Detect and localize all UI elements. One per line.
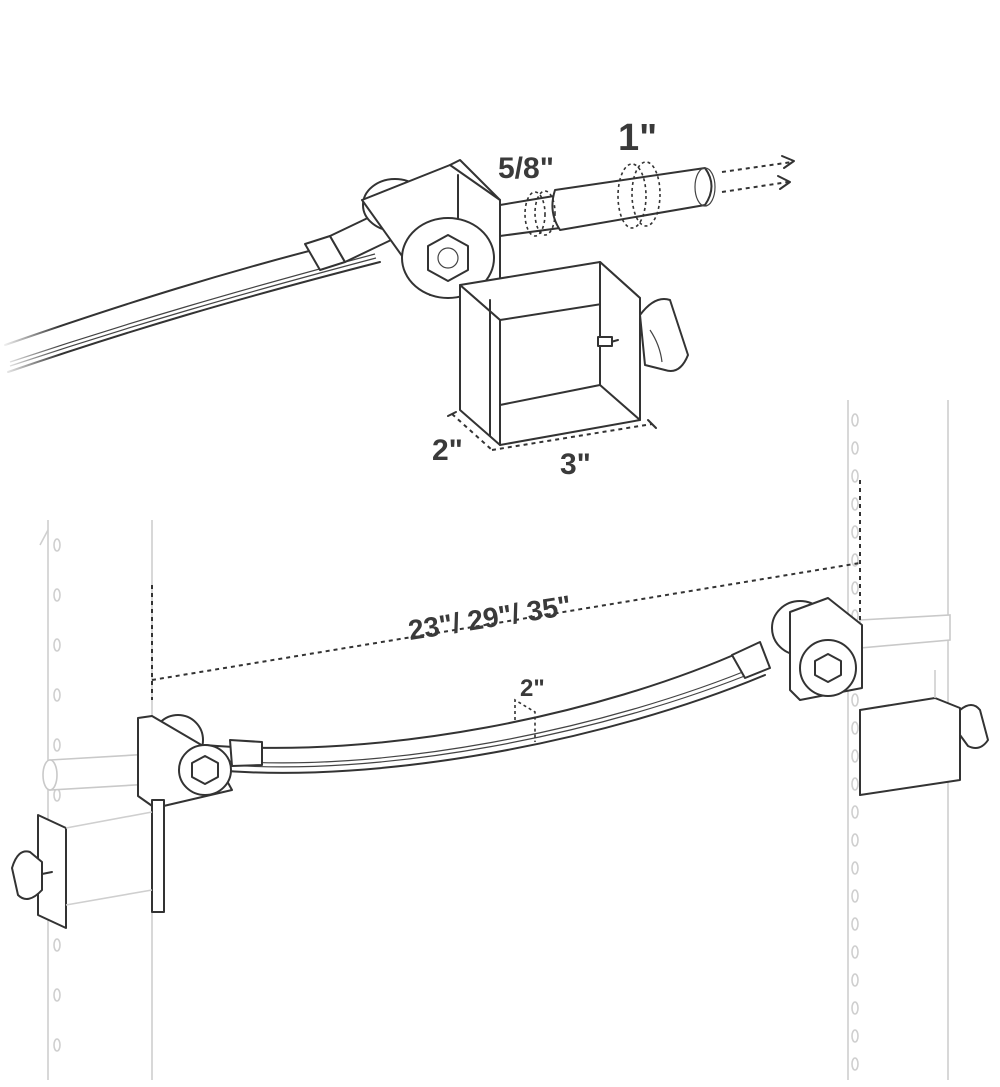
rack-hole [851, 581, 859, 595]
rack-hole [53, 1038, 61, 1052]
rack-hole [851, 1029, 859, 1043]
detail-bar-arm [0, 204, 413, 390]
hex-bolt-icon [814, 653, 842, 683]
thumb-knob-icon [11, 850, 43, 900]
rack-hole [53, 738, 61, 752]
hex-bolt-icon [191, 755, 219, 785]
label-pin-small-diameter: 5/8" [498, 152, 554, 185]
rack-hole [851, 693, 859, 707]
rack-hole [851, 917, 859, 931]
rack-hole [851, 861, 859, 875]
right-clamp [771, 597, 989, 796]
rack-hole [851, 497, 859, 511]
rack-hole [53, 688, 61, 702]
rack-hole [53, 638, 61, 652]
dip-bar [204, 641, 771, 774]
rack-hole [851, 945, 859, 959]
rack-hole [53, 938, 61, 952]
rack-hole [851, 413, 859, 427]
rack-hole [53, 588, 61, 602]
rack-hole [53, 988, 61, 1002]
rack-hole [851, 553, 859, 567]
label-bar-offset: 2" [520, 675, 545, 702]
rack-hole [851, 721, 859, 735]
arrow-right-icon [721, 181, 789, 193]
rack-hole [851, 469, 859, 483]
rack-hole [53, 538, 61, 552]
label-pin-large-diameter: 1" [618, 117, 657, 159]
rack-hole [851, 525, 859, 539]
detail-sleeve-bracket [459, 261, 689, 446]
rack-hole [851, 805, 859, 819]
detail-pin [499, 155, 795, 237]
rack-hole [851, 889, 859, 903]
label-bracket-width: 3" [560, 448, 591, 481]
hex-bolt-icon [427, 234, 469, 282]
label-bar-lengths: 23"/ 29"/ 35" [406, 590, 573, 646]
thumb-knob-icon [959, 704, 989, 749]
rack-hole [851, 777, 859, 791]
rack-upright-left [39, 520, 153, 1080]
arrow-right-icon [721, 161, 793, 173]
rack-hole [851, 1001, 859, 1015]
label-bracket-depth: 2" [432, 434, 463, 467]
rack-hole [851, 441, 859, 455]
rack-hole [851, 973, 859, 987]
detail-view [0, 155, 795, 451]
left-clamp [11, 714, 233, 929]
rack-hole [53, 788, 61, 802]
rack-hole [851, 1057, 859, 1071]
rack-hole [851, 833, 859, 847]
assembly-view [11, 400, 989, 1080]
thumb-knob-icon [639, 298, 689, 372]
detail-u-bracket [361, 159, 501, 299]
rack-hole [851, 749, 859, 763]
